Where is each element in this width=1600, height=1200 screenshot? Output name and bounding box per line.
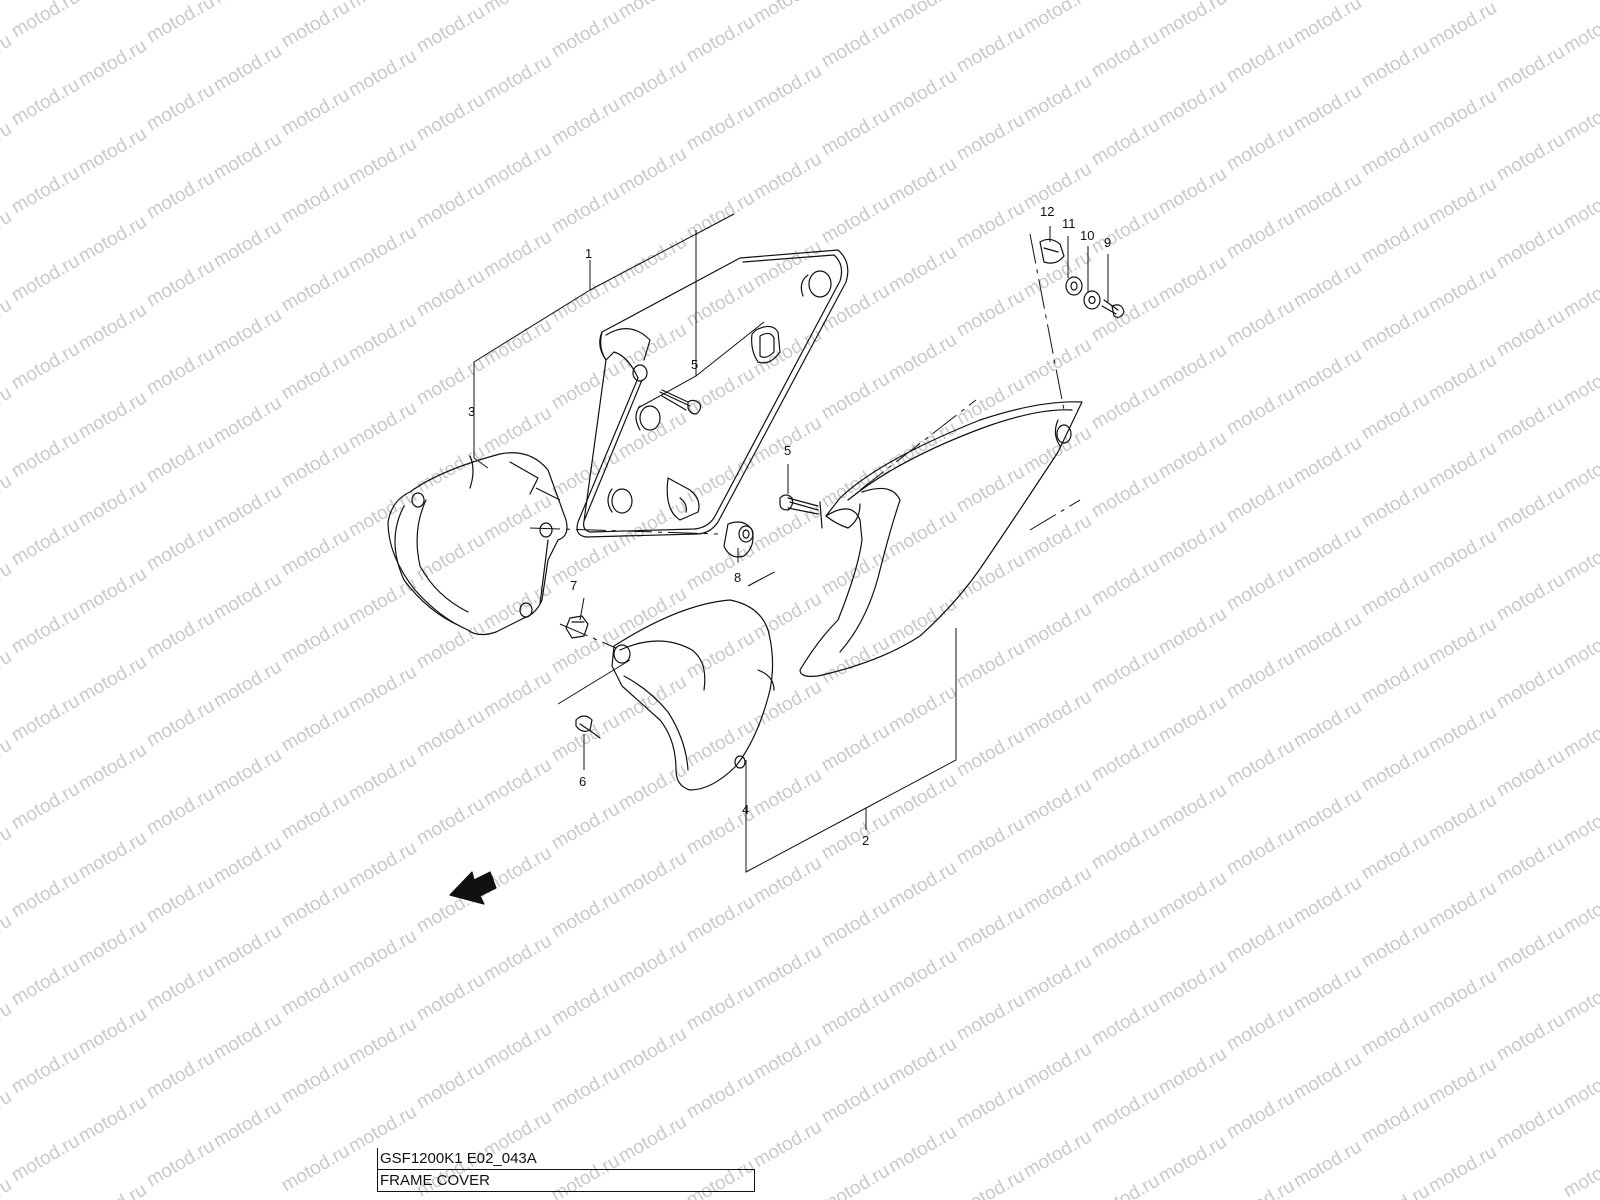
callout-9: 9 bbox=[1104, 235, 1111, 250]
nut bbox=[565, 615, 589, 639]
leader-lines bbox=[473, 213, 1109, 873]
callout-4: 4 bbox=[742, 802, 749, 817]
callout-3: 3 bbox=[468, 404, 475, 419]
title-block: GSF1200K1 E02_043A FRAME COVER bbox=[377, 1148, 755, 1192]
callout-1: 1 bbox=[585, 246, 592, 261]
fwd-arrow bbox=[449, 871, 497, 905]
screw-6 bbox=[575, 715, 601, 739]
washer-10 bbox=[1083, 290, 1101, 310]
callout-7: 7 bbox=[570, 578, 577, 593]
callout-2: 2 bbox=[862, 833, 869, 848]
cover-front-upper bbox=[387, 452, 568, 636]
callout-5-lower: 5 bbox=[784, 443, 791, 458]
grommet bbox=[723, 521, 754, 558]
callout-8: 8 bbox=[734, 570, 741, 585]
screw-5-lower bbox=[779, 494, 819, 515]
spacer-11 bbox=[1065, 276, 1083, 296]
callout-10: 10 bbox=[1080, 228, 1094, 243]
frame-cover-upper bbox=[576, 249, 849, 538]
cushion-12 bbox=[1039, 238, 1065, 264]
callout-11: 11 bbox=[1062, 216, 1076, 231]
cover-front-lower bbox=[611, 599, 775, 791]
bolt-9 bbox=[1101, 299, 1125, 318]
screw-5-upper bbox=[659, 389, 702, 415]
diagram-title: FRAME COVER bbox=[377, 1170, 755, 1192]
callout-12: 12 bbox=[1040, 204, 1054, 219]
side-cover-lower bbox=[799, 401, 1083, 677]
callout-5-upper: 5 bbox=[691, 357, 698, 372]
callout-6: 6 bbox=[579, 774, 586, 789]
diagram-code: GSF1200K1 E02_043A bbox=[377, 1148, 755, 1170]
